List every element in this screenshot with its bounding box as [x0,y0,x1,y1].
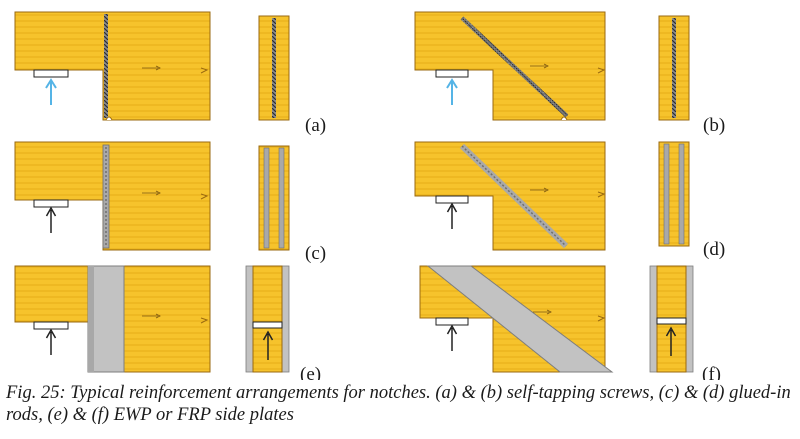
notch-crack-mark [597,67,606,74]
panel-label-a: (a) [305,115,326,136]
support-plate [435,317,469,326]
section-support-arrow [262,330,274,360]
section-plate-right [685,265,694,373]
section-rod-left [663,143,670,245]
notch-crack-mark [200,193,209,200]
section-rod-left [263,147,270,249]
section-plate-left [245,265,254,373]
panel-c: (c) [14,141,326,264]
notch-reinforcement-figure: (a) (b) (c) [14,11,725,380]
bottom-crack [560,116,568,121]
panel-label-d: (d) [703,239,725,260]
support-plate [435,195,469,204]
beam-with-notch [14,141,211,251]
section-notch-gap [656,317,687,325]
side-plate [426,265,614,373]
support-arrow [45,328,57,355]
support-arrow [446,202,458,229]
support-arrow [45,206,57,233]
figure-caption: Fig. 25: Typical reinforcement arrangeme… [6,383,791,425]
panel-label-e: (e) [300,364,321,380]
support-plate [435,69,469,78]
notch-crack-mark [597,191,606,198]
section-plate-right [281,265,290,373]
crack-dash [530,187,549,193]
section-rod-right [278,147,285,249]
panel-f: (f) [419,265,721,380]
self-tapping-screw [460,16,569,118]
crack-dash [530,63,549,69]
support-arrow [446,78,458,105]
bottom-crack [105,116,113,121]
section-rod-right [678,143,685,245]
support-plate [33,69,69,78]
section-screw [672,18,676,118]
support-arrow [446,324,458,351]
panel-label-c: (c) [305,243,326,264]
self-tapping-screw [104,14,108,118]
support-plate [33,199,69,208]
support-arrow [45,78,57,105]
cross-section [258,145,290,251]
panel-b: (b) [414,11,725,136]
notch-crack-mark [200,317,209,324]
crack-dash [142,65,161,71]
beam-with-notch [14,11,211,121]
section-support-arrow [665,326,677,356]
panel-label-b: (b) [703,115,725,136]
notch-crack-mark [597,315,606,322]
panel-a: (a) [14,11,326,136]
cross-section [658,141,690,247]
crack-dash [533,309,552,315]
section-screw [272,18,276,118]
panel-d: (d) [414,141,725,260]
panel-e: (e) [14,265,321,380]
section-notch-gap [252,321,283,329]
crack-dash [142,313,161,319]
beam-with-notch [414,11,606,121]
panel-label-f: (f) [702,364,721,380]
support-plate [33,321,69,330]
crack-dash [142,190,161,196]
notch-crack-mark [200,67,209,74]
section-plate-left [649,265,658,373]
